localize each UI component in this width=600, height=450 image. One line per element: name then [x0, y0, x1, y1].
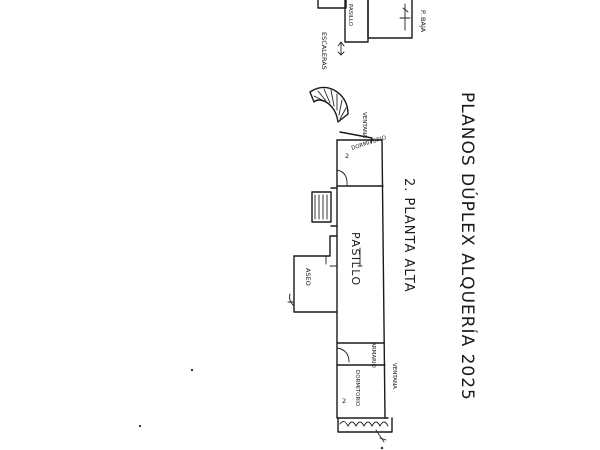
ground-floor-tag: P. BAJA: [419, 10, 427, 33]
ventana-bottom-label: VENTANA: [391, 363, 397, 389]
pencil-dot: [380, 446, 384, 450]
escaleras-label: ESCALERAS: [320, 32, 328, 70]
curved-staircase-icon: [309, 86, 349, 123]
pasillo-small-label: PASILLO: [347, 4, 353, 27]
aseo-room: ASEO: [287, 235, 338, 313]
steps-block-icon: [311, 187, 338, 227]
door-marker: [357, 247, 363, 267]
plan-title: PLANOS DÚPLEX ALQUERÍA 2025: [457, 92, 479, 401]
dormitorio-bottom-label: DORMITORIO: [354, 370, 360, 407]
pencil-dot: [138, 424, 142, 428]
pasillo-label: PASILLO: [349, 232, 362, 287]
aseo-label: ASEO: [304, 268, 312, 286]
armario-label: ARMARIO: [370, 342, 376, 369]
pencil-dot: [190, 368, 194, 372]
floor-label: 2. PLANTA ALTA: [401, 178, 416, 293]
upper-floor-plan: [336, 131, 393, 443]
dormitorio-top-number: 2: [345, 152, 349, 160]
ventana-top-label: VENTANA: [361, 112, 367, 138]
arrow-icon: [337, 41, 345, 56]
dormitorio-bottom-number: 2: [342, 397, 346, 405]
ground-floor-fragment: PASILLO P. BAJA: [317, 0, 427, 43]
